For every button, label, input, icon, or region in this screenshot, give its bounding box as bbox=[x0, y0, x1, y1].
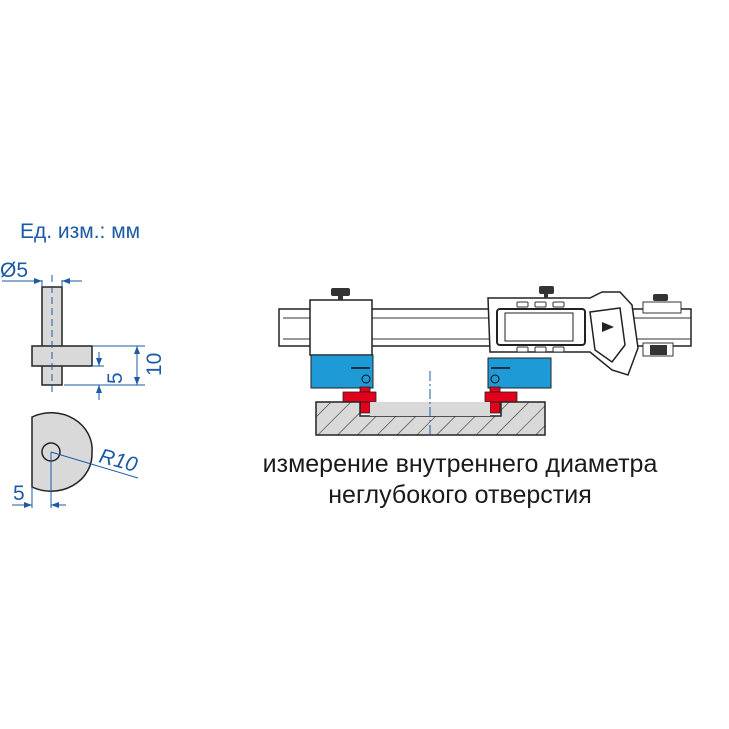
knob-icon bbox=[331, 288, 350, 296]
probe-top-view: 5 R10 bbox=[12, 411, 140, 508]
units-label: Ед. изм.: мм bbox=[20, 220, 140, 243]
diameter-label: Ø5 bbox=[0, 259, 28, 282]
caption-line-2: неглубокого отверстия bbox=[328, 481, 591, 509]
knob-icon bbox=[653, 294, 668, 301]
offset-label: 5 bbox=[13, 482, 25, 505]
workpiece bbox=[315, 401, 546, 436]
caliper-illustration bbox=[278, 286, 692, 438]
height-total-label: 10 bbox=[143, 353, 166, 376]
probe-side-view: Ø5 10 5 bbox=[0, 259, 166, 400]
radius-label: R10 bbox=[97, 445, 140, 477]
logo-icon bbox=[602, 322, 614, 332]
knob-icon bbox=[539, 286, 554, 294]
caption-line-1: измерение внутреннего диаметра bbox=[263, 450, 658, 478]
height-pin-label: 5 bbox=[104, 372, 127, 384]
